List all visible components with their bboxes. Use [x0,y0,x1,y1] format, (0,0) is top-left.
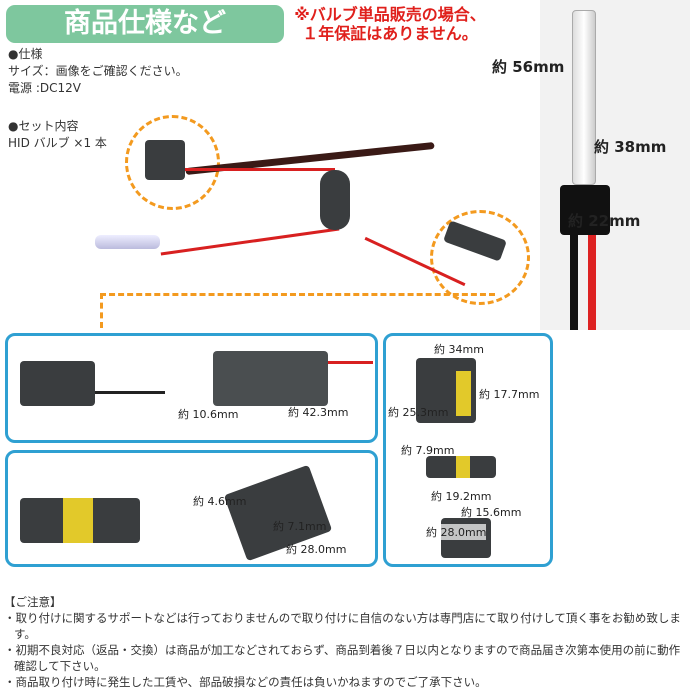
dim-length: 約 28.0mm [286,543,347,556]
callout-circle-left [125,115,220,210]
product-photo [90,110,540,330]
small-bulb [95,235,160,249]
dim-length: 約 42.3mm [288,406,349,419]
cable [95,391,165,394]
connector-left [145,140,185,180]
black-lead [570,235,578,330]
spec-size: サイズ：画像をご確認ください。 [8,64,188,78]
set-item: HID バルブ ×1 本 [8,136,107,150]
note-item: ・商品取り付け時に発生した工賃や、部品破損などの責任は負いかねますのでご了承下さ… [4,675,487,689]
yellow-seal-2 [456,456,470,478]
connector-photo-2 [213,351,328,406]
dim-d1: 約 25.3mm [388,406,449,419]
notes-heading: 【ご注意】 [4,595,62,609]
cable-2 [328,361,373,364]
panel-connector-2: 約 4.6mm 約 7.1mm 約 28.0mm [5,450,378,567]
dim-h1: 約 17.7mm [479,388,540,401]
callout-dashed-line [100,293,495,328]
bulb-length-label: 約 56mm [492,58,565,76]
callout-circle-right [430,210,530,305]
red-wire [185,168,335,171]
note-item: ・取り付けに関するサポートなどは行っておりませんので取り付けに自信のない方は専門… [4,611,681,641]
note-item: ・初期不良対応（返品・交換）は商品が加工などされておらず、商品到着後７日以内とな… [4,643,681,673]
dim-w3: 約 15.6mm [461,506,522,519]
spec-heading: ●仕様 [8,47,43,61]
bulb-glass-label: 約 38mm [594,138,667,156]
red-lead [588,235,596,330]
connector-photo [20,361,95,406]
bulb-photo [540,0,690,330]
yellow-seal [63,498,93,543]
dim-w1: 約 34mm [434,343,484,356]
panel-connector-1: 約 10.6mm 約 42.3mm [5,333,378,443]
dim-l3: 約 28.0mm [426,524,487,540]
dim-width: 約 7.1mm [273,520,327,533]
bulb-base-label: 約 22mm [568,212,641,230]
dim-h2: 約 7.9mm [401,444,455,457]
set-heading: ●セット内容 [8,119,79,133]
notes-section: 【ご注意】 ・取り付けに関するサポートなどは行っておりませんので取り付けに自信の… [4,594,688,690]
warning-line-2: １年保証はありません。 [302,24,478,43]
dim-l2: 約 19.2mm [431,490,492,503]
panel-connector-3: 約 34mm 約 17.7mm 約 25.3mm 約 7.9mm 約 19.2m… [383,333,553,567]
yellow-seal [456,371,471,416]
bulb-base [560,185,610,235]
warning-line-1: ※バルブ単品販売の場合、 [294,5,486,24]
page-title: 商品仕様など [6,5,284,43]
warranty-warning: ※バルブ単品販売の場合、 １年保証はありません。 [290,5,490,43]
bulb-wire [160,227,340,256]
bulb-glass [572,10,596,185]
dim-height: 約 4.6mm [193,495,247,508]
dim-diameter: 約 10.6mm [178,408,239,421]
spec-power: 電源 :DC12V [8,81,81,95]
bulb-socket [320,170,350,230]
